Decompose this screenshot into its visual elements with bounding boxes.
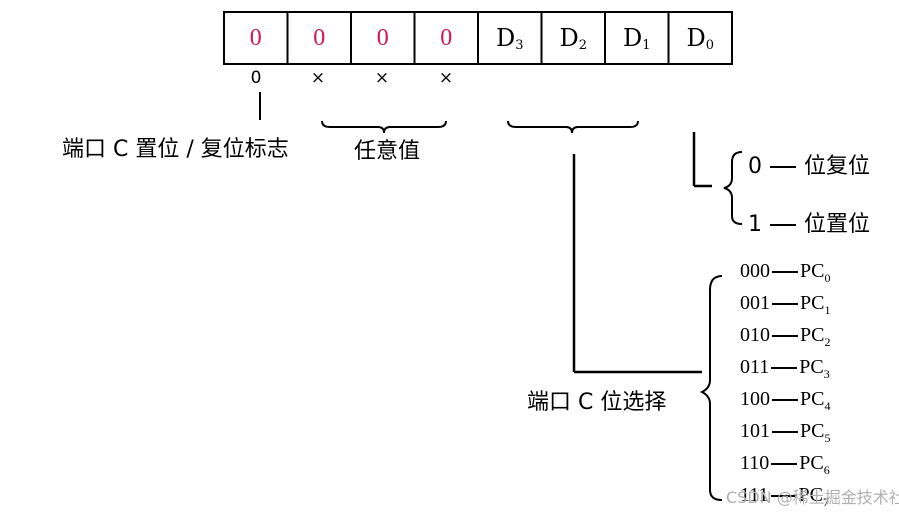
any-value-label: 任意值	[354, 139, 421, 164]
bit5-cell: 0	[376, 25, 389, 51]
dont-care-mark: ×	[310, 68, 326, 88]
bit-select-label: 端口 C 位选择	[527, 390, 667, 415]
set-reset-flag-label: 端口 C 置位 / 复位标志	[62, 137, 289, 162]
flag-bit-value: 0	[250, 68, 262, 88]
bit4-cell: 0	[440, 25, 453, 51]
watermark: CSDN @稀土掘金技术社区	[726, 488, 899, 507]
dont-care-mark: ×	[438, 68, 454, 88]
bit6-cell: 0	[313, 25, 326, 51]
bit7-cell: 0	[249, 25, 262, 51]
dont-care-mark: ×	[374, 68, 390, 88]
